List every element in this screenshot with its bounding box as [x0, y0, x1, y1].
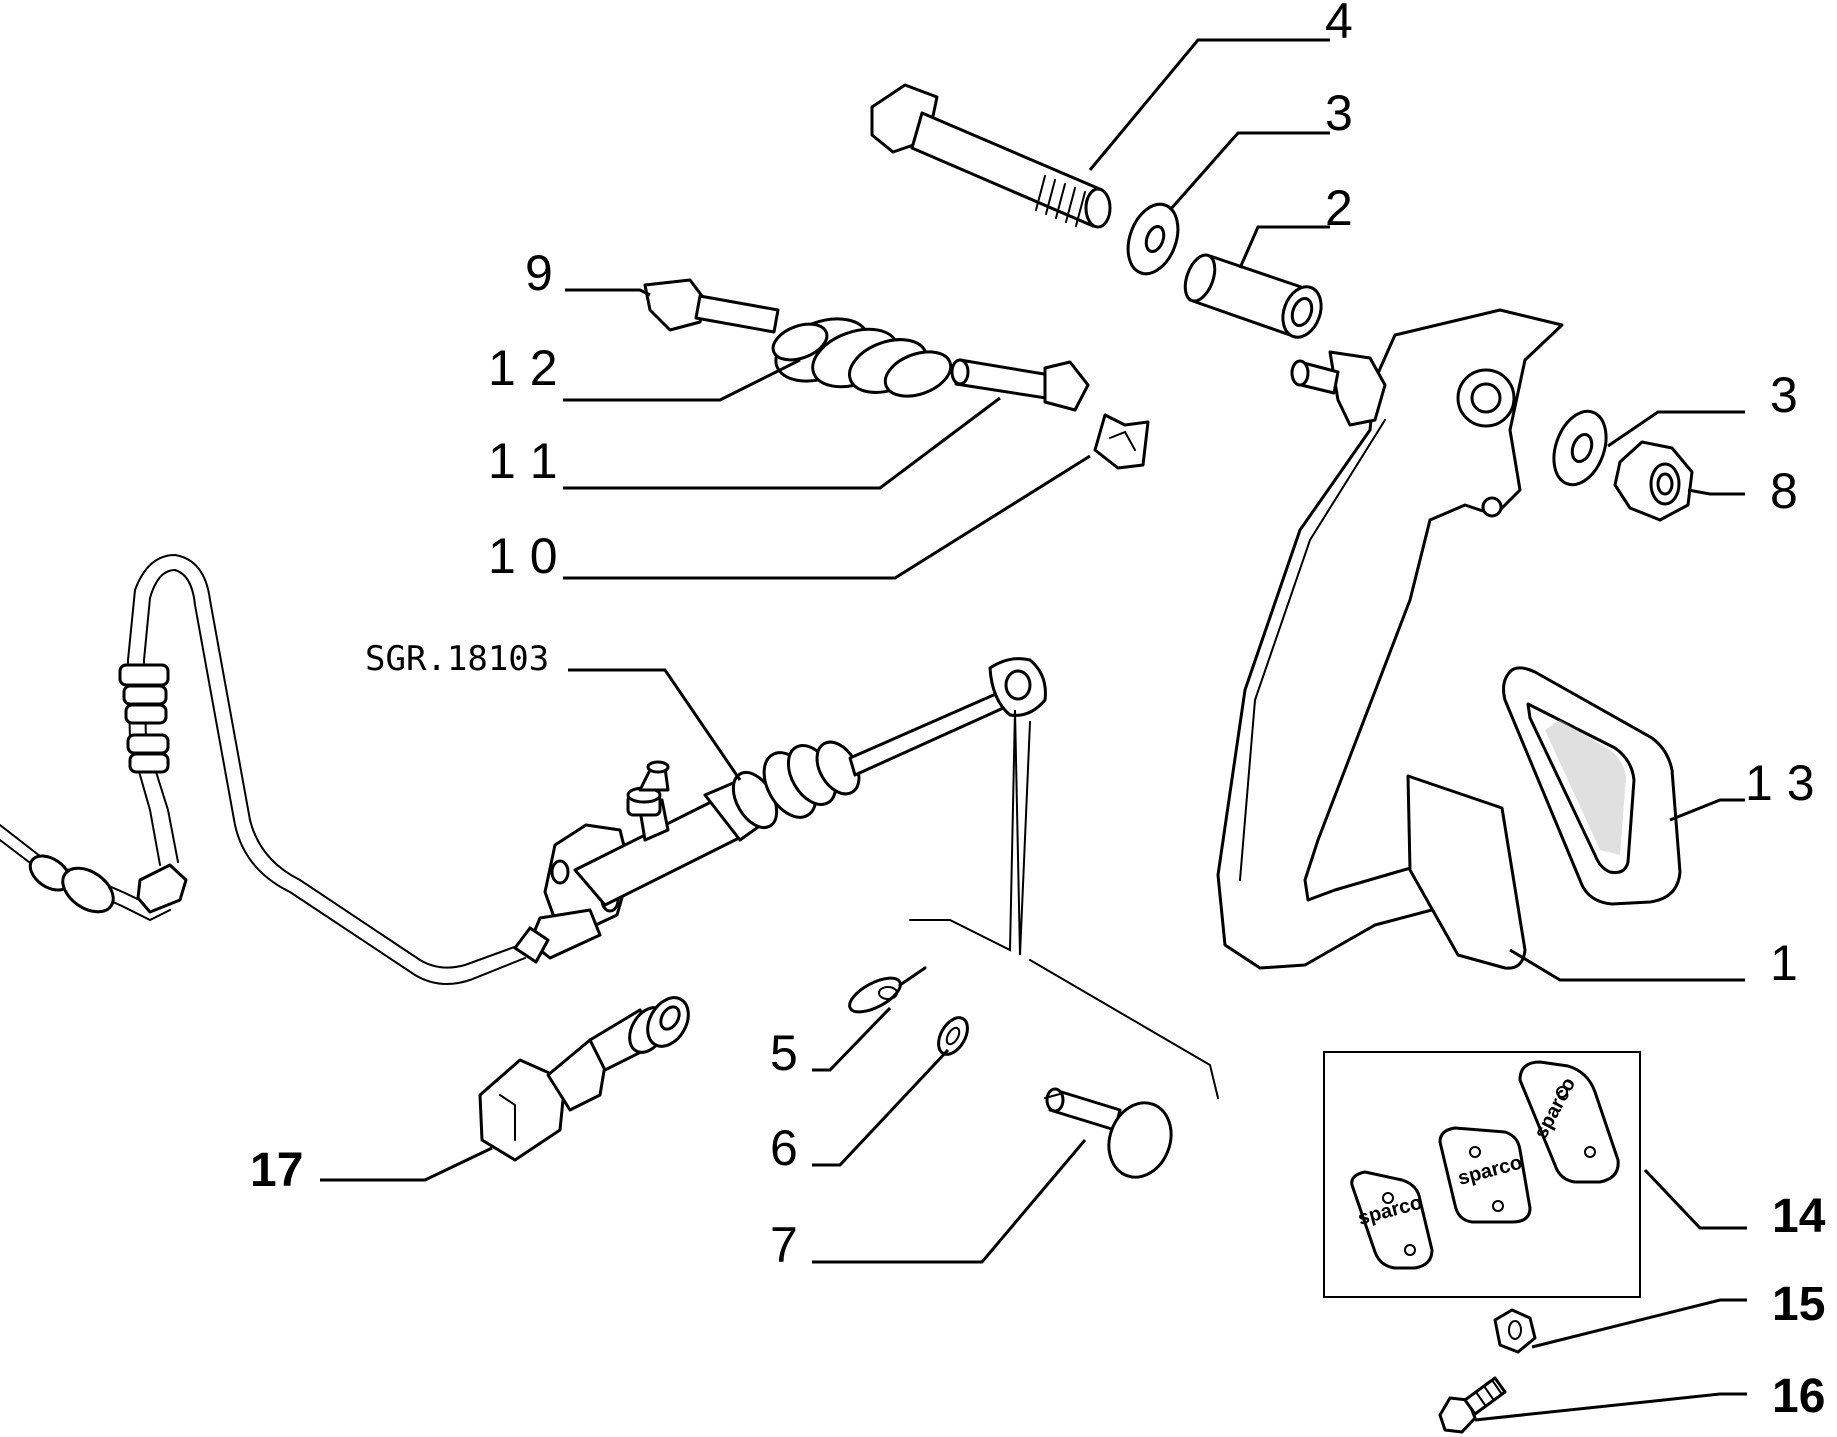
leader-lines	[320, 38, 1747, 1422]
pad-right: sparco	[1518, 1060, 1620, 1184]
callout-3-right: 3	[1770, 367, 1798, 423]
callout-10: 1 0	[488, 528, 558, 584]
callout-4: 4	[1325, 0, 1353, 49]
pad-left: sparco	[1350, 1170, 1434, 1270]
part-3-washer-right	[1552, 409, 1608, 487]
callout-5: 5	[770, 1025, 798, 1081]
part-6-washer	[937, 1016, 969, 1056]
pad-middle: sparco	[1438, 1126, 1532, 1224]
part-17-switch	[478, 996, 690, 1162]
callout-9: 9	[525, 245, 553, 301]
callout-7: 7	[770, 1217, 798, 1273]
callout-8: 8	[1770, 463, 1798, 519]
hydraulic-pipe	[0, 553, 526, 985]
callout-17: 17	[250, 1144, 303, 1197]
callout-2: 2	[1325, 180, 1353, 236]
callout-13: 1 3	[1745, 755, 1815, 811]
part-12-spring	[771, 317, 953, 398]
callout-14: 14	[1772, 1190, 1826, 1243]
assembly-bracket-5-6-7	[909, 709, 1219, 1099]
callout-labels: 4 3 2 9 1 2 1 1 1 0 3 8 1 3 1 SGR.18103 …	[250, 0, 1826, 1423]
part-1-pedal-footplate	[1406, 774, 1527, 970]
part-15-nut	[1493, 1308, 1537, 1354]
part-3-washer-top	[1126, 202, 1180, 276]
callout-12: 1 2	[488, 340, 558, 396]
callout-16: 16	[1772, 1370, 1825, 1423]
reference-code-sgr: SGR.18103	[365, 639, 549, 679]
callout-3-top: 3	[1325, 85, 1353, 141]
callout-15: 15	[1772, 1278, 1825, 1331]
part-13-rubber-pad	[1502, 666, 1682, 906]
part-7-clevis-pin	[1044, 1087, 1173, 1179]
callout-6: 6	[770, 1120, 798, 1176]
part-9-pin	[643, 278, 780, 334]
part-10-clip	[1093, 413, 1150, 470]
part-16-screw	[1438, 1376, 1507, 1434]
callout-1: 1	[1770, 935, 1798, 991]
callout-11: 1 1	[488, 433, 558, 489]
part-14-pedal-pad-kit: sparco sparco sparco	[1323, 1051, 1641, 1298]
part-4-pivot-bolt	[870, 83, 1112, 229]
part-5-clip	[848, 966, 927, 1014]
part-8-nut	[1613, 440, 1694, 522]
part-11-pin	[950, 358, 1090, 412]
part-1-pedal-lever	[1216, 308, 1564, 970]
clutch-master-cylinder	[513, 657, 1047, 964]
part-2-bushing	[1183, 253, 1323, 339]
